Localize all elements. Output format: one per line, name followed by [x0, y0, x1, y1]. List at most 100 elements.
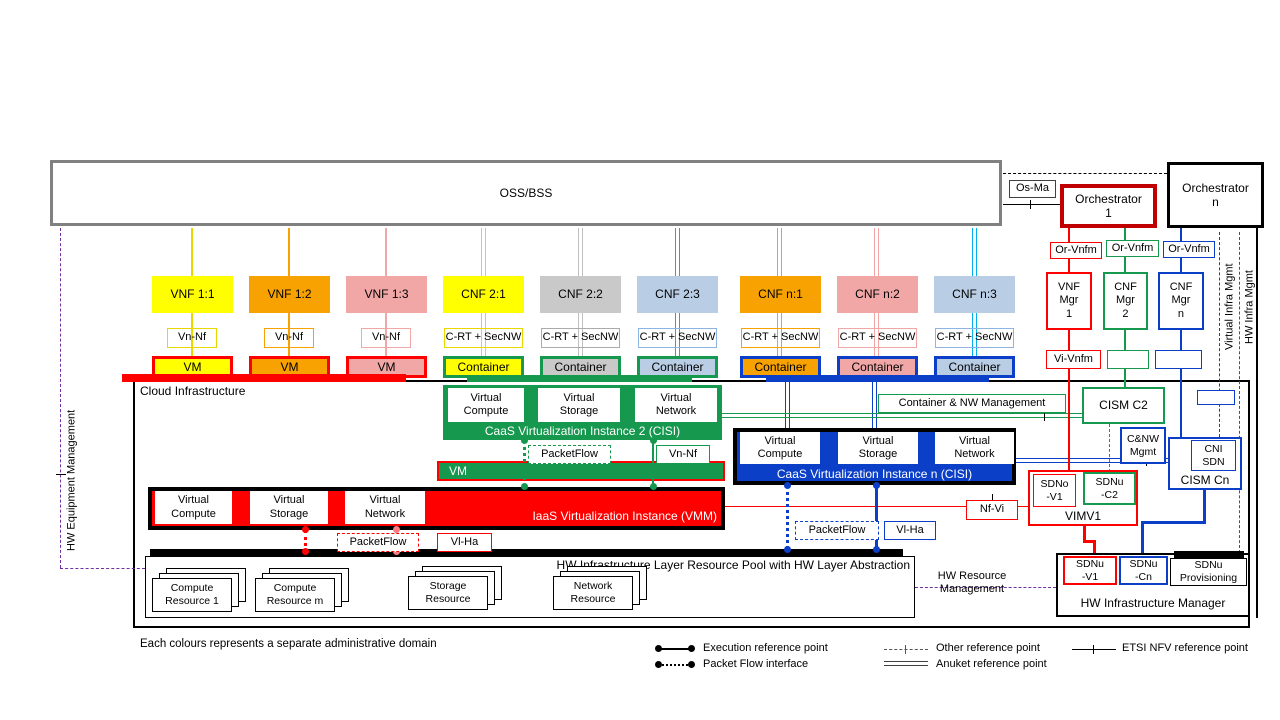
- blue-domain-line: [1180, 228, 1182, 437]
- cisin-caption: CaaS Virtualization Instance n (CISI): [776, 467, 973, 481]
- hw-resource-management-label: HW Resource Management: [937, 569, 1007, 595]
- vnf-1-2: VNF 1:2: [249, 276, 330, 313]
- link-cnf22-container: [578, 313, 583, 356]
- sdnu-c2-box: SDNu -C2: [1083, 472, 1136, 505]
- link-oss-cnf23: [675, 228, 680, 276]
- empty-green-ref-box: [1107, 350, 1149, 369]
- sdno-v1-box: SDNo -V1: [1033, 474, 1076, 507]
- green-dot: [521, 483, 528, 490]
- container-2-1: Container: [443, 356, 524, 378]
- cnf-mgr-2-box: CNF Mgr 2: [1103, 272, 1148, 330]
- caasn-domain-bar: [766, 375, 989, 382]
- hw-equipment-mgmt-line-v: [60, 228, 61, 568]
- container-nw-management-label: Container & NW Management: [878, 394, 1066, 413]
- hw-resource-mgmt-line: [915, 587, 1056, 588]
- blue-dot: [784, 546, 791, 553]
- cism-cn-label: CISM Cn: [1180, 472, 1230, 487]
- red-domain-line: [1068, 228, 1070, 470]
- cnf-mgr-n-box: CNF Mgr n: [1158, 272, 1204, 330]
- cnf-2-1: CNF 2:1: [443, 276, 524, 313]
- sdnu-provisioning-bar: [1174, 551, 1244, 558]
- link-oss-cnfn3: [972, 228, 977, 276]
- cloud-infrastructure-title: Cloud Infrastructure: [140, 383, 246, 398]
- link-bar-cisin-1: [785, 382, 790, 428]
- anuket-green-tick: [1044, 410, 1045, 421]
- orchn-hw-infra-line: [1256, 228, 1258, 618]
- iaas-vlha-label: Vl-Ha: [437, 533, 492, 552]
- nf-vi-etsi-tick: [992, 494, 993, 504]
- cisin-virtual-compute: Virtual Compute: [740, 432, 820, 464]
- link-oss-cnf22: [578, 228, 583, 276]
- iaas-domain-bar: [122, 374, 406, 382]
- cisin-virtual-network: Virtual Network: [935, 432, 1014, 464]
- link-cnfn2-container: [874, 313, 879, 356]
- container-n-1: Container: [740, 356, 821, 378]
- hw-infra-mgmt-line: [1239, 232, 1240, 553]
- oss-bss-box: OSS/BSS: [50, 160, 1002, 226]
- execution-line-green: [652, 440, 654, 487]
- crt-secnw-label-1: C-RT + SecNW: [444, 328, 523, 348]
- crt-secnw-label-2: C-RT + SecNW: [541, 328, 620, 348]
- link-oss-vnf11: [191, 228, 193, 276]
- link-oss-vnf13: [385, 228, 387, 276]
- cisin-vlha-label: Vl-Ha: [884, 521, 936, 540]
- vm-1-2: VM: [249, 356, 330, 378]
- cisi2-virtual-network: Virtual Network: [635, 388, 717, 422]
- compute-resource-1: Compute Resource 1: [152, 578, 232, 612]
- cnf-2-2: CNF 2:2: [540, 276, 621, 313]
- os-ma-label: Os-Ma: [1009, 180, 1056, 198]
- red-dot: [302, 548, 309, 555]
- cnw-mgmt-box: C&NW Mgmt: [1120, 427, 1166, 464]
- or-vnfm-label-blue: Or-Vnfm: [1163, 241, 1215, 258]
- legend-packetflow-label: Packet Flow interface: [703, 657, 809, 670]
- cnf-n-1: CNF n:1: [740, 276, 821, 313]
- cisi2-packetflow-label: PacketFlow: [528, 445, 611, 464]
- blue-dot: [784, 482, 791, 489]
- blue-dot: [873, 546, 880, 553]
- container-2-3: Container: [637, 356, 718, 378]
- sdnu-v1-box: SDNu -V1: [1063, 556, 1117, 585]
- execution-line-blue: [875, 485, 878, 549]
- vim-sdnuv1-path-v1: [1083, 526, 1086, 543]
- hw-equipment-management-label: HW Equipment Management: [65, 409, 78, 551]
- legend-other-label: Other reference point: [936, 641, 1040, 654]
- cni-sdn-box: CNI SDN: [1191, 440, 1236, 471]
- cisin-virtual-storage: Virtual Storage: [838, 432, 918, 464]
- crt-secnw-label-5: C-RT + SecNW: [838, 328, 917, 348]
- cnf-n-2: CNF n:2: [837, 276, 918, 313]
- cism-c2-box: CISM C2: [1082, 387, 1165, 424]
- legend-etsi-label: ETSI NFV reference point: [1122, 641, 1248, 654]
- link-cnfn3-container: [972, 313, 977, 356]
- cisi2-vm-bar: VM: [437, 461, 725, 481]
- vnf-1-3: VNF 1:3: [346, 276, 427, 313]
- cismcn-sdnucn-path-v1: [1203, 490, 1206, 524]
- legend-execution-label: Execution reference point: [703, 641, 828, 654]
- vnf-1-1: VNF 1:1: [152, 276, 233, 313]
- storage-resource: Storage Resource: [408, 576, 488, 610]
- cism2-sdnu-dashed-link: [1109, 424, 1110, 472]
- link-oss-cnfn2: [874, 228, 879, 276]
- green-dot: [650, 483, 657, 490]
- red-dot: [302, 526, 309, 533]
- iaas-box: [148, 487, 725, 530]
- link-vnf13-vm: [385, 313, 387, 356]
- cismcn-sdnucn-path-h: [1141, 521, 1206, 524]
- vnf-mgr-1-box: VNF Mgr 1: [1046, 272, 1092, 330]
- hw-abstraction-bar: [150, 549, 903, 556]
- link-vnf12-vm: [288, 313, 290, 356]
- crt-secnw-label-6: C-RT + SecNW: [935, 328, 1014, 348]
- compute-resource-m: Compute Resource m: [255, 578, 335, 612]
- legend-admin-note: Each colours represents a separate admin…: [140, 638, 437, 651]
- blue-dot: [873, 482, 880, 489]
- link-cnf21-container: [481, 313, 486, 356]
- packetflow-line-blue: [786, 485, 789, 549]
- empty-blue-ref-box: [1155, 350, 1202, 369]
- vim-sdnuv1-path-v2: [1093, 540, 1096, 556]
- pink-dot: [393, 526, 400, 533]
- vn-nf-label-2: Vn-Nf: [264, 328, 314, 348]
- packetflow-line-green: [523, 440, 526, 487]
- vim-v1-label: VIMV1: [1064, 508, 1101, 523]
- oss-orchn-dashed-link: [1003, 173, 1167, 174]
- vn-nf-label-1: Vn-Nf: [167, 328, 217, 348]
